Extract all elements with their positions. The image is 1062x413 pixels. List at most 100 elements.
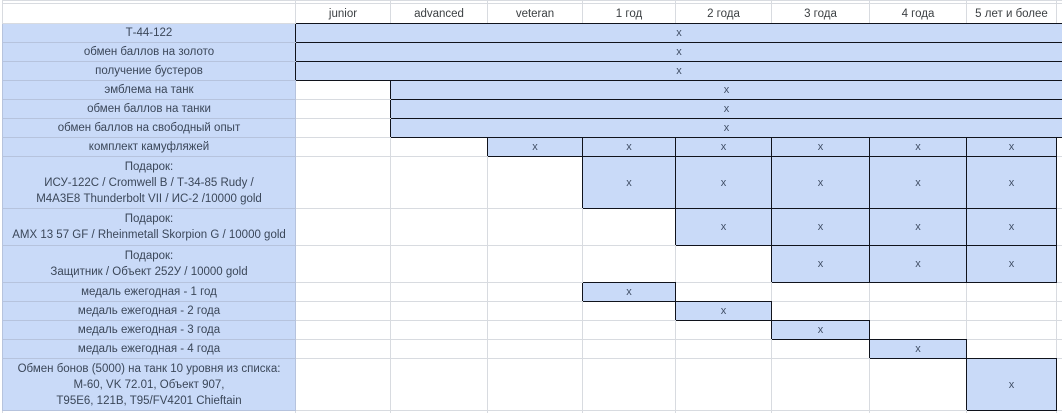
empty-cell[interactable] [295, 208, 391, 246]
empty-cell[interactable] [295, 320, 391, 340]
empty-cell[interactable] [582, 208, 676, 246]
empty-cell[interactable] [675, 358, 772, 411]
empty-cell[interactable] [487, 156, 583, 209]
empty-cell[interactable] [675, 339, 772, 359]
empty-cell[interactable] [582, 301, 676, 321]
empty-cell[interactable] [390, 208, 488, 246]
row-label[interactable]: Подарок: Защитник / Объект 252У / 10000 … [2, 245, 296, 283]
mark-cell[interactable]: x [295, 61, 1062, 81]
mark-cell[interactable]: x [869, 339, 967, 359]
empty-cell[interactable] [487, 282, 583, 302]
mark-cell[interactable]: x [966, 358, 1057, 411]
empty-cell[interactable] [771, 339, 870, 359]
mark-cell[interactable]: x [869, 245, 967, 283]
empty-cell[interactable] [869, 301, 967, 321]
empty-cell[interactable] [966, 301, 1057, 321]
empty-cell[interactable] [966, 282, 1057, 302]
empty-cell[interactable] [295, 118, 391, 138]
empty-cell[interactable] [295, 80, 391, 100]
mark-cell[interactable]: x [295, 42, 1062, 62]
row-label[interactable]: обмен баллов на свободный опыт [2, 118, 296, 138]
empty-cell[interactable] [869, 358, 967, 411]
row-label[interactable]: медаль ежегодная - 3 года [2, 320, 296, 340]
row-label[interactable]: эмблема на танк [2, 80, 296, 100]
mark-cell[interactable]: x [966, 137, 1057, 157]
column-header-1-god[interactable]: 1 год [582, 3, 676, 24]
empty-cell[interactable] [582, 245, 676, 283]
row-label[interactable]: получение бустеров [2, 61, 296, 81]
empty-cell[interactable] [869, 320, 967, 340]
empty-cell[interactable] [390, 301, 488, 321]
empty-cell[interactable] [675, 320, 772, 340]
empty-cell[interactable] [295, 137, 391, 157]
empty-cell[interactable] [295, 282, 391, 302]
empty-cell[interactable] [582, 320, 676, 340]
empty-cell[interactable] [390, 282, 488, 302]
mark-cell[interactable]: x [771, 137, 870, 157]
column-header-3-goda[interactable]: 3 года [771, 3, 870, 24]
column-header-junior[interactable]: junior [295, 3, 391, 24]
mark-cell[interactable]: x [771, 208, 870, 246]
mark-cell[interactable]: x [582, 156, 676, 209]
mark-cell[interactable]: x [582, 137, 676, 157]
empty-cell[interactable] [487, 301, 583, 321]
empty-cell[interactable] [869, 282, 967, 302]
row-label[interactable]: Подарок: ИСУ-122С / Cromwell B / Т-34-85… [2, 156, 296, 209]
empty-cell[interactable] [390, 339, 488, 359]
empty-cell[interactable] [487, 320, 583, 340]
mark-cell[interactable]: x [390, 118, 1062, 138]
corner-header-cell[interactable] [2, 3, 296, 24]
empty-cell[interactable] [675, 282, 772, 302]
column-header-5-let[interactable]: 5 лет и более [966, 3, 1057, 24]
mark-cell[interactable]: x [675, 137, 772, 157]
mark-cell[interactable]: x [487, 137, 583, 157]
mark-cell[interactable]: x [966, 156, 1057, 209]
empty-cell[interactable] [771, 358, 870, 411]
empty-cell[interactable] [295, 358, 391, 411]
mark-cell[interactable]: x [966, 208, 1057, 246]
empty-cell[interactable] [487, 339, 583, 359]
mark-cell[interactable]: x [771, 245, 870, 283]
empty-cell[interactable] [390, 358, 488, 411]
mark-cell[interactable]: x [675, 301, 772, 321]
mark-cell[interactable]: x [771, 320, 870, 340]
mark-cell[interactable]: x [869, 137, 967, 157]
empty-cell[interactable] [295, 99, 391, 119]
mark-cell[interactable]: x [675, 208, 772, 246]
mark-cell[interactable]: x [771, 156, 870, 209]
mark-cell[interactable]: x [675, 156, 772, 209]
empty-cell[interactable] [295, 339, 391, 359]
mark-cell[interactable]: x [966, 245, 1057, 283]
column-header-veteran[interactable]: veteran [487, 3, 583, 24]
row-label[interactable]: медаль ежегодная - 4 года [2, 339, 296, 359]
empty-cell[interactable] [390, 156, 488, 209]
mark-cell[interactable]: x [869, 156, 967, 209]
empty-cell[interactable] [390, 245, 488, 283]
mark-cell[interactable]: x [582, 282, 676, 302]
empty-cell[interactable] [295, 301, 391, 321]
empty-cell[interactable] [582, 358, 676, 411]
column-header-4-goda[interactable]: 4 года [869, 3, 967, 24]
row-label[interactable]: Т-44-122 [2, 23, 296, 43]
row-label[interactable]: медаль ежегодная - 2 года [2, 301, 296, 321]
column-header-2-goda[interactable]: 2 года [675, 3, 772, 24]
row-label[interactable]: Обмен бонов (5000) на танк 10 уровня из … [2, 358, 296, 411]
empty-cell[interactable] [295, 156, 391, 209]
empty-cell[interactable] [966, 320, 1057, 340]
mark-cell[interactable]: x [390, 80, 1062, 100]
row-label[interactable]: комплект камуфляжей [2, 137, 296, 157]
empty-cell[interactable] [295, 245, 391, 283]
empty-cell[interactable] [487, 245, 583, 283]
row-label[interactable]: Подарок: AMX 13 57 GF / Rheinmetall Skor… [2, 208, 296, 246]
empty-cell[interactable] [675, 245, 772, 283]
empty-cell[interactable] [487, 208, 583, 246]
row-label[interactable]: обмен баллов на танки [2, 99, 296, 119]
mark-cell[interactable]: x [390, 99, 1062, 119]
row-label[interactable]: медаль ежегодная - 1 год [2, 282, 296, 302]
column-header-advanced[interactable]: advanced [390, 3, 488, 24]
empty-cell[interactable] [966, 339, 1057, 359]
empty-cell[interactable] [390, 320, 488, 340]
mark-cell[interactable]: x [295, 23, 1062, 43]
empty-cell[interactable] [771, 282, 870, 302]
empty-cell[interactable] [582, 339, 676, 359]
